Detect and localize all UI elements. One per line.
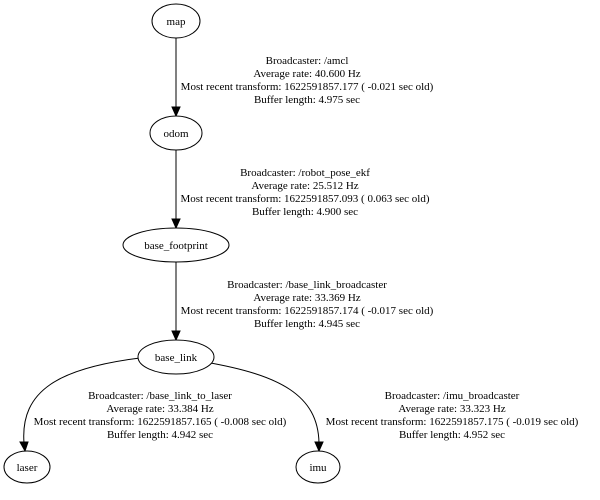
recent-transform-text: Most recent transform: 1622591857.165 ( …	[34, 416, 287, 428]
edge-base-link-imu	[204, 361, 324, 453]
node-laser[interactable]: laser	[3, 450, 51, 484]
arrowhead-icon	[171, 106, 181, 118]
buffer-length-text: Buffer length: 4.900 sec	[252, 206, 358, 218]
arrowhead-icon	[19, 441, 29, 453]
edge-map-odom	[171, 38, 181, 118]
node-label: odom	[163, 128, 189, 140]
arrowhead-icon	[171, 218, 181, 230]
edge-odom-base-footprint	[171, 150, 181, 230]
node-odom[interactable]: odom	[149, 115, 203, 151]
recent-transform-text: Most recent transform: 1622591857.093 ( …	[181, 193, 430, 205]
rate-text: Average rate: 33.323 Hz	[398, 403, 505, 415]
node-base-footprint[interactable]: base_footprint	[122, 227, 230, 263]
buffer-length-text: Buffer length: 4.945 sec	[254, 318, 360, 330]
recent-transform-text: Most recent transform: 1622591857.174 ( …	[181, 305, 434, 317]
buffer-length-text: Buffer length: 4.952 sec	[399, 429, 505, 441]
rate-text: Average rate: 40.600 Hz	[253, 68, 360, 80]
node-label: map	[167, 16, 186, 28]
broadcaster-text: Broadcaster: /base_link_to_laser	[88, 390, 232, 402]
broadcaster-text: Broadcaster: /imu_broadcaster	[385, 390, 520, 402]
edge-base-footprint-base-link	[171, 262, 181, 342]
recent-transform-text: Most recent transform: 1622591857.177 ( …	[181, 81, 434, 93]
node-label: base_link	[155, 352, 198, 364]
node-map[interactable]: map	[151, 3, 201, 39]
broadcaster-text: Broadcaster: /base_link_broadcaster	[227, 279, 387, 291]
arrowhead-icon	[171, 330, 181, 342]
arrowhead-icon	[314, 441, 324, 453]
buffer-length-text: Buffer length: 4.942 sec	[107, 429, 213, 441]
broadcaster-text: Broadcaster: /amcl	[266, 55, 349, 67]
broadcaster-text: Broadcaster: /robot_pose_ekf	[240, 167, 370, 179]
edge-label-base-link-laser: Broadcaster: /base_link_to_laser Average…	[34, 390, 287, 441]
edge-label-base-footprint-base-link: Broadcaster: /base_link_broadcaster Aver…	[181, 279, 434, 330]
node-label: laser	[17, 462, 38, 474]
buffer-length-text: Buffer length: 4.975 sec	[254, 94, 360, 106]
rate-text: Average rate: 33.369 Hz	[253, 292, 360, 304]
recent-transform-text: Most recent transform: 1622591857.175 ( …	[326, 416, 579, 428]
edge-base-link-laser	[19, 357, 141, 453]
edge-label-odom-base-footprint: Broadcaster: /robot_pose_ekf Average rat…	[181, 167, 430, 218]
node-imu[interactable]: imu	[295, 450, 341, 484]
edge-label-map-odom: Broadcaster: /amcl Average rate: 40.600 …	[181, 55, 434, 106]
rate-text: Average rate: 33.384 Hz	[106, 403, 213, 415]
rate-text: Average rate: 25.512 Hz	[251, 180, 358, 192]
node-base-link[interactable]: base_link	[137, 339, 215, 375]
node-label: base_footprint	[144, 240, 208, 252]
node-label: imu	[309, 462, 327, 474]
edge-label-base-link-imu: Broadcaster: /imu_broadcaster Average ra…	[326, 390, 579, 441]
